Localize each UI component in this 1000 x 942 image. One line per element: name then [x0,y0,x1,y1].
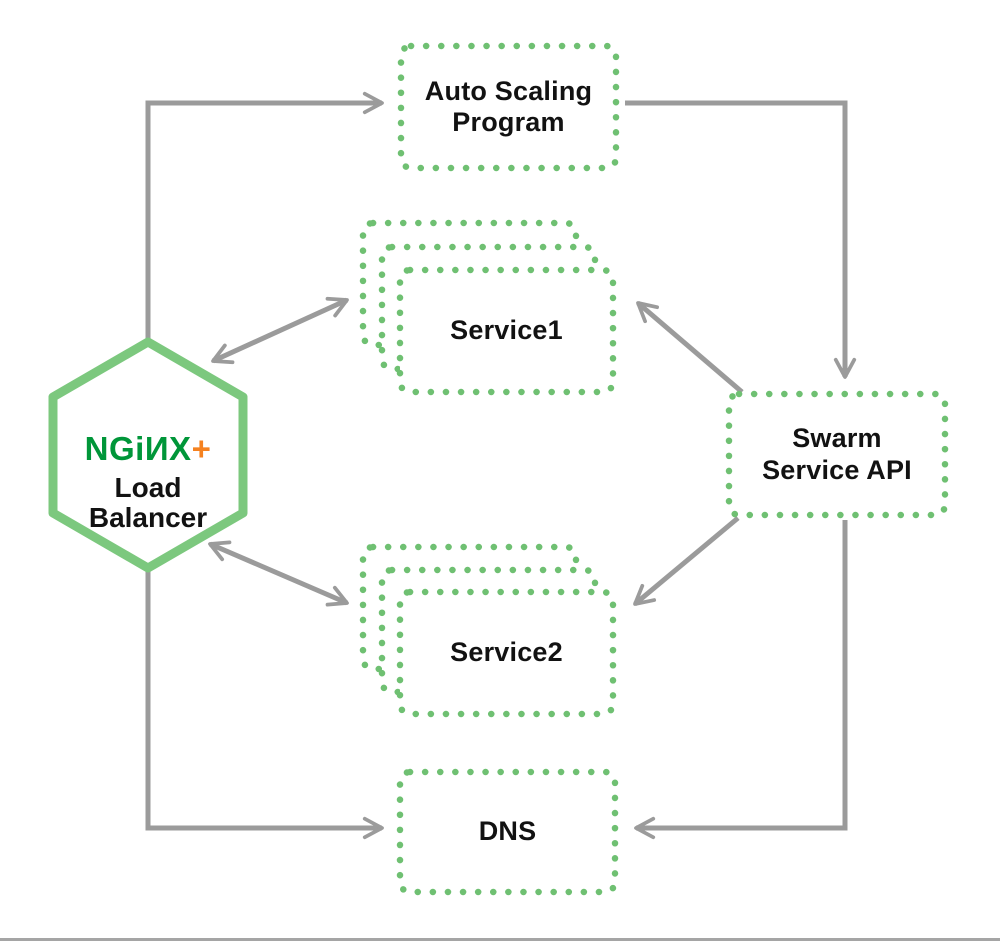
arrow-autoscaling-to-swarm [625,100,857,379]
arrow-lb-service2-two-way [208,540,349,607]
arrow-lb-to-autoscaling [145,91,384,350]
swarm-api-box [725,390,949,519]
arrow-lb-to-dns [145,560,384,840]
service1-box-front [396,266,617,396]
service2-box-front [396,588,617,718]
arrow-swarm-to-dns [634,520,848,840]
arrow-swarm-to-service2 [633,516,740,606]
auto-scaling-box [397,42,620,172]
arrow-lb-service1-two-way [211,296,349,365]
nginx-hexagon [48,337,248,573]
dns-box [396,768,619,896]
bottom-border-line [0,938,1000,941]
arrow-swarm-to-service1 [636,301,744,394]
